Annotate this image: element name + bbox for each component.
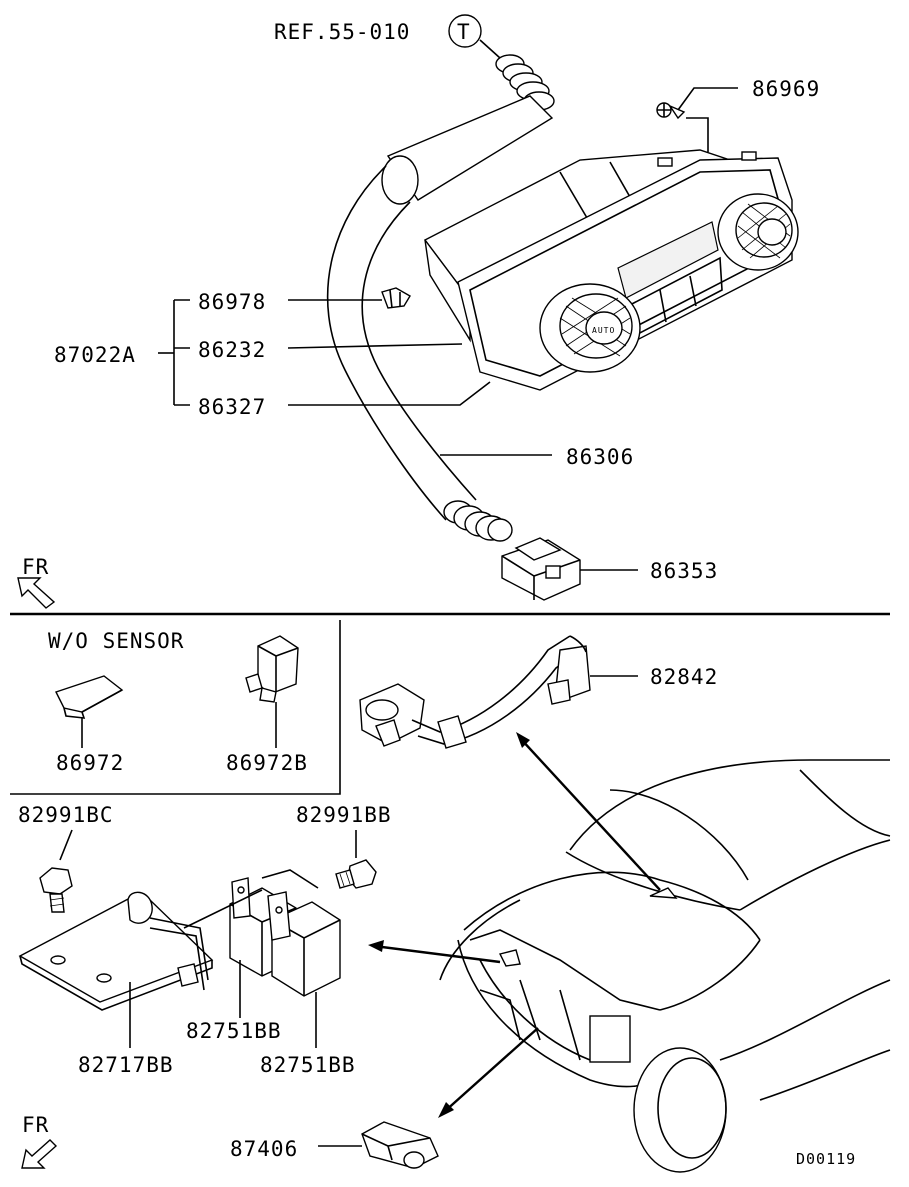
ref-circle	[448, 14, 482, 48]
label-82991BC: 82991BC	[18, 803, 114, 827]
aspirator-hose	[326, 54, 555, 542]
diagram-code: D00119	[796, 1150, 856, 1168]
bracket-82717BB	[18, 891, 214, 1011]
auto-label: AUTO	[592, 326, 615, 335]
cover-86972	[55, 675, 124, 719]
label-82751BB-a: 82751BB	[186, 1019, 282, 1043]
fr-label-bottom: FR	[22, 1113, 49, 1137]
display-window	[617, 221, 719, 299]
label-82717BB: 82717BB	[78, 1053, 174, 1077]
bolt-82991BB	[335, 859, 377, 889]
label-87022A: 87022A	[54, 343, 136, 367]
ref-circle-letter: T	[457, 20, 471, 44]
vehicle-outline	[439, 759, 891, 1173]
screw-86969	[656, 102, 686, 120]
fr-arrow-bottom-icon	[21, 1139, 58, 1169]
ref-leader	[479, 39, 501, 59]
fr-label-top: FR	[22, 555, 49, 579]
label-86353: 86353	[650, 559, 718, 583]
label-86972: 86972	[56, 751, 124, 775]
label-86306: 86306	[566, 445, 634, 469]
clip-86978	[381, 287, 411, 309]
indicator-arrows	[368, 732, 678, 1118]
sensor-86972B	[245, 635, 299, 703]
relay-82751BB-b	[267, 891, 341, 997]
leader-86969	[677, 87, 738, 111]
label-86327: 86327	[198, 395, 266, 419]
bolt-82991BC	[39, 867, 73, 913]
leader-82991BC	[59, 829, 73, 861]
label-86969: 86969	[752, 77, 820, 101]
label-86972B: 86972B	[226, 751, 308, 775]
wo-sensor-label: W/O SENSOR	[48, 629, 184, 653]
connector-86353	[501, 537, 581, 601]
label-86232: 86232	[198, 338, 266, 362]
sensor-87406	[361, 1121, 439, 1169]
fr-arrow-top-icon	[17, 577, 56, 609]
ref-label: REF.55-010	[274, 20, 410, 44]
label-82842: 82842	[650, 665, 718, 689]
leader-86327	[288, 381, 491, 406]
label-82991BB: 82991BB	[296, 803, 392, 827]
label-86978: 86978	[198, 290, 266, 314]
wo-sensor-box	[10, 620, 341, 795]
label-82751BB-b: 82751BB	[260, 1053, 356, 1077]
heater-control-unit: AUTO	[423, 149, 799, 391]
label-87406: 87406	[230, 1137, 298, 1161]
sensor-harness-82842	[359, 635, 591, 749]
leader-86232	[287, 343, 463, 349]
